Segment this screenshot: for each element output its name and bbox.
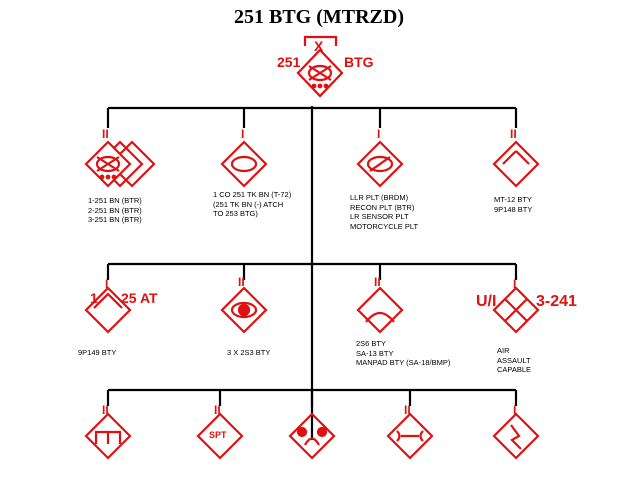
unit-label-air-defense: 2S6 BTY SA-13 BTY MANPAD BTY (SA-18/BMP) [356,339,450,368]
label-line: 9P149 BTY [78,348,117,357]
support-unit-label: SPT [209,430,227,440]
label-line: 1-251 BN (BTR) [88,196,142,205]
label-line: AIR [497,346,510,355]
artillery-battery-icon[interactable] [492,140,540,188]
motorized-infantry-battalions-icon[interactable] [84,140,156,188]
echelon-mark: I [513,403,517,417]
label-line: 3-251 BN (BTR) [88,215,142,224]
label-line: LR SENSOR PLT [350,212,409,221]
armored-recon-platoon-icon[interactable] [356,140,404,188]
label-line: ASSAULT [497,355,531,365]
label-line: MANPAD BTY (SA-18/BMP) [356,358,451,367]
unit-right-label: 25 AT [121,290,158,306]
label-line: 2S6 BTY [356,339,387,348]
unit-label-air-assault: AIR ASSAULT CAPABLE [497,346,531,375]
label-line: 1 CO 251 TK BN (T-72) [213,190,292,199]
echelon-mark: II [404,403,411,417]
label-line: 9P148 BTY [494,204,533,214]
echelon-mark: I [105,277,109,291]
tank-company-icon[interactable] [220,140,268,188]
connector-lines [106,106,518,440]
label-line: 3 X 2S3 BTY [227,348,271,357]
unit-left-label: U/I [476,293,497,310]
hq-left-label: 251 [277,54,301,70]
echelon-mark: II [510,127,517,141]
hq-right-label: BTG [344,54,374,70]
diagram-title: 251 BTG (MTRZD) [234,6,404,28]
air-assault-unit-icon[interactable] [492,286,540,334]
chemical-unit-icon[interactable] [288,412,336,460]
echelon-mark: I [513,277,517,291]
air-defense-battery-icon[interactable] [356,286,404,334]
engineer-unit-icon[interactable] [84,412,132,460]
unit-label-recon: LLR PLT (BRDM) RECON PLT (BTR) LR SENSOR… [350,193,418,231]
unit-label-motorized-battalions: 1-251 BN (BTR) 2-251 BN (BTR) 3-251 BN (… [88,196,142,225]
unit-label-antitank: 9P149 BTY [78,348,116,358]
label-line: 2-251 BN (BTR) [88,205,142,215]
unit-label-mortar: 3 X 2S3 BTY [227,348,270,358]
echelon-mark: I [241,127,245,141]
unit-right-label: 3-241 [536,293,577,310]
echelon-mark: II [374,275,381,289]
echelon-mark: II [102,127,109,141]
label-line: MT-12 BTY [494,195,532,204]
hq-size-mark: X [314,38,324,54]
support-unit-icon[interactable] [196,412,244,460]
unit-label-artillery: MT-12 BTY 9P148 BTY [494,195,532,214]
echelon-mark: II [102,403,109,417]
echelon-mark: I [377,127,381,141]
label-line: SA-13 BTY [356,348,394,358]
signal-unit-icon[interactable] [492,412,540,460]
maintenance-unit-icon[interactable] [386,412,434,460]
self-propelled-mortar-icon[interactable] [220,286,268,334]
label-line: (251 TK BN (-) ATCH [213,199,284,209]
label-line: LLR PLT (BRDM) [350,193,409,202]
antitank-unit-icon[interactable] [84,286,132,334]
unit-left-label: 1 [90,290,98,306]
echelon-mark: II [214,403,221,417]
label-line: TO 253 BTG) [213,209,258,218]
motorized-infantry-battle-group-icon[interactable] [296,35,344,98]
label-line: RECON PLT (BTR) [350,202,415,212]
label-line: MOTORCYCLE PLT [350,221,419,231]
unit-label-tank-company: 1 CO 251 TK BN (T-72) (251 TK BN (-) ATC… [213,190,291,219]
label-line: CAPABLE [497,365,532,374]
echelon-mark: II [238,275,245,289]
